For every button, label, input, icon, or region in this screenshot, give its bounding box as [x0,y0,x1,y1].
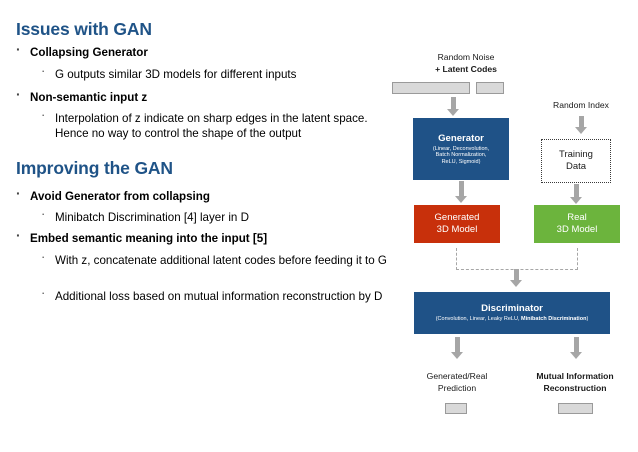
discriminator-subtitle: (Convolution, Linear, Leaky ReLU, Miniba… [436,316,589,323]
gan-architecture-diagram: Random Noise + Latent Codes Generator (L… [392,0,638,452]
node-training-data: Training Data [541,139,611,183]
label-latent-codes: + Latent Codes [435,64,497,74]
generated-model-line-2: 3D Model [436,224,478,235]
label-random-noise: Random Noise [437,52,495,62]
generator-subtitle-line-2: Batch Normalization, [435,152,487,159]
discriminator-title: Discriminator [481,303,543,315]
bullet-minibatch-discrimination: Minibatch Discrimination [4] layer in D [40,207,390,226]
label-mutual-information-line-2: Reconstruction [543,383,607,393]
arrow-noise-to-generator [447,97,460,116]
prediction-output-bar [445,403,467,414]
section-heading-improving: Improving the GAN [16,158,173,178]
section-heading-issues: Issues with GAN [16,19,152,39]
arrow-index-to-training-data [575,116,588,135]
node-generated-3d-model: Generated 3D Model [414,205,500,243]
node-generator: Generator (Linear, Deconvolution, Batch … [413,118,509,180]
bullet-with-z-concatenate: With z, concatenate additional latent co… [40,250,390,269]
slide-text-column: Issues with GAN Collapsing Generator G o… [0,0,398,452]
bullet-collapsing-generator: Collapsing Generator [14,42,389,60]
mutual-information-output-bar [558,403,593,414]
label-mutual-information-line-1: Mutual Information [536,371,614,381]
label-random-index: Random Index [553,100,609,110]
arrow-to-discriminator [510,269,523,291]
latent-codes-vector-bar [476,82,504,94]
dash-connector-real-down [577,248,578,270]
arrow-generator-to-generated-model [455,181,468,205]
training-data-title-line-2: Data [565,161,587,172]
bullet-non-semantic-input-z: Non-semantic input z [14,87,389,105]
discriminator-subtitle-bold: Minibatch Discrimination [521,316,587,323]
node-real-3d-model: Real 3D Model [534,205,620,243]
bullet-g-outputs-similar: G outputs similar 3D models for differen… [40,64,390,83]
real-model-line-2: 3D Model [556,224,598,235]
generator-subtitle-line-1: (Linear, Deconvolution, [432,145,490,152]
bullet-additional-loss: Additional loss based on mutual informat… [40,286,390,305]
dash-connector-generated-down [456,248,457,270]
label-generated-real-prediction-line-2: Prediction [437,383,477,393]
arrow-discriminator-to-mutual-info [570,337,583,361]
generated-model-line-1: Generated [434,211,480,223]
generator-title: Generator [438,132,484,144]
discriminator-subtitle-suffix: ) [586,316,589,323]
random-noise-vector-bar [392,82,470,94]
label-generated-real-prediction-line-1: Generated/Real [426,371,488,381]
bullet-embed-semantic-meaning: Embed semantic meaning into the input [5… [14,228,389,246]
bullet-interpolation-of-z: Interpolation of z indicate on sharp edg… [40,108,390,141]
arrow-discriminator-to-prediction [451,337,464,361]
training-data-title-line-1: Training [559,148,593,160]
arrow-training-data-to-real-model [570,184,583,206]
real-model-line-1: Real [567,211,587,223]
bullet-avoid-generator-collapsing: Avoid Generator from collapsing [14,186,389,204]
generator-subtitle-line-3: ReLU, Sigmoid) [441,158,481,165]
discriminator-subtitle-prefix: (Convolution, Linear, Leaky ReLU, [435,316,522,323]
node-discriminator: Discriminator (Convolution, Linear, Leak… [414,292,610,334]
